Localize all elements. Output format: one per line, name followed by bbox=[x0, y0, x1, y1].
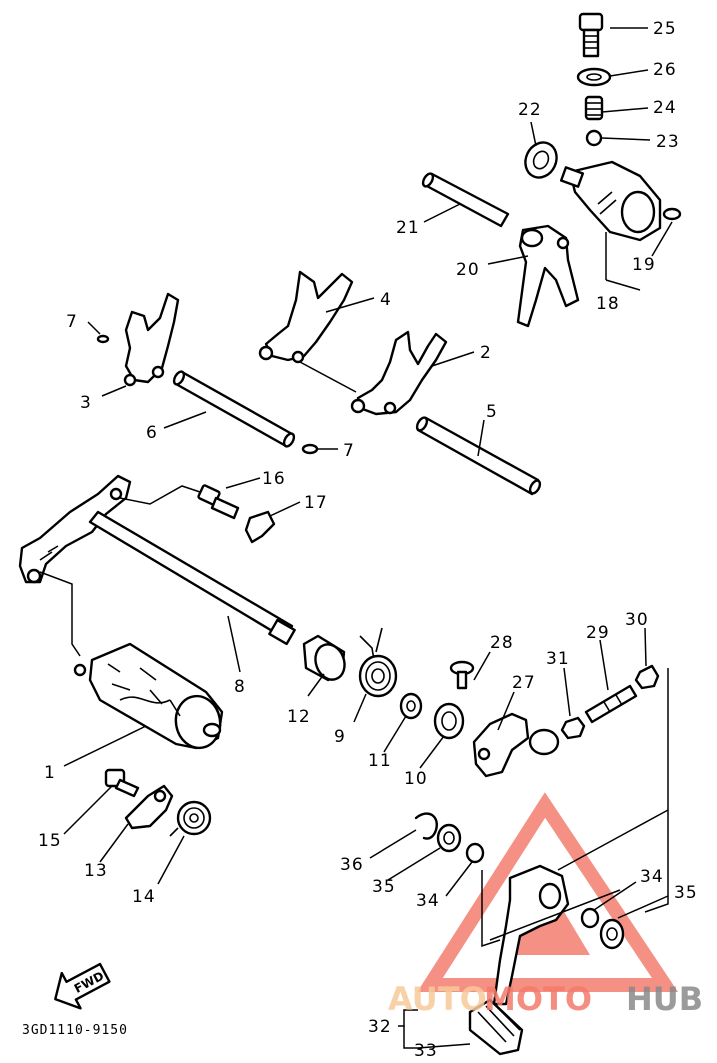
part-17-lock-washer bbox=[244, 510, 276, 544]
part-29-stud-bolt bbox=[584, 684, 638, 724]
part-16-bolt bbox=[197, 484, 240, 520]
callout-8: 8 bbox=[234, 677, 246, 697]
part-8-shift-shaft bbox=[18, 474, 296, 646]
part-10-oil-seal bbox=[433, 702, 465, 740]
callout-1: 1 bbox=[44, 763, 56, 783]
callout-30: 30 bbox=[625, 610, 649, 630]
part-31-nut bbox=[560, 716, 586, 740]
fwd-arrow-icon: FWD bbox=[54, 962, 111, 1010]
part-23-ball bbox=[585, 129, 603, 147]
callout-11: 11 bbox=[368, 751, 392, 771]
callout-14: 14 bbox=[132, 887, 156, 907]
part-27-stopper-lever bbox=[472, 712, 560, 778]
watermark-hub: HUB bbox=[626, 980, 703, 1018]
callout-23: 23 bbox=[656, 132, 680, 152]
callout-25: 25 bbox=[653, 19, 677, 39]
part-26-washer bbox=[576, 67, 612, 87]
callout-20: 20 bbox=[456, 260, 480, 280]
part-34-o-ring-right bbox=[580, 907, 600, 929]
callout-7-upper: 7 bbox=[66, 312, 78, 332]
part-15-bolt bbox=[104, 768, 140, 798]
part-12-collar bbox=[302, 634, 346, 682]
callout-34-right: 34 bbox=[640, 867, 664, 887]
part-21-shaft bbox=[421, 172, 510, 228]
callout-7-lower: 7 bbox=[343, 441, 355, 461]
callout-10: 10 bbox=[404, 769, 428, 789]
part-7-clip-lower bbox=[301, 443, 319, 455]
part-32-shift-pedal bbox=[492, 864, 570, 1006]
diagram-code: 3GD1110-9150 bbox=[22, 1023, 128, 1038]
watermark-text: AUTO MOTO HUB bbox=[388, 980, 703, 1018]
callout-21: 21 bbox=[396, 218, 420, 238]
part-35-washer-left bbox=[436, 823, 462, 853]
part-30-nut bbox=[634, 664, 660, 690]
callout-24: 24 bbox=[653, 98, 677, 118]
part-6-shaft bbox=[172, 370, 296, 448]
callout-5: 5 bbox=[486, 402, 498, 422]
callout-6: 6 bbox=[146, 423, 158, 443]
part-2-shift-fork bbox=[350, 330, 448, 416]
callout-13: 13 bbox=[84, 861, 108, 881]
callout-leaders bbox=[63, 27, 673, 1049]
part-24-spring bbox=[584, 95, 604, 121]
part-14-spring bbox=[169, 800, 212, 837]
callout-33: 33 bbox=[414, 1041, 438, 1061]
callout-36: 36 bbox=[340, 855, 364, 875]
part-18-segment bbox=[559, 160, 662, 242]
watermark-moto: MOTO bbox=[484, 980, 592, 1018]
callout-17: 17 bbox=[304, 493, 328, 513]
callout-2: 2 bbox=[480, 343, 492, 363]
part-13-stopper bbox=[124, 784, 174, 830]
callout-31: 31 bbox=[546, 649, 570, 669]
callout-22: 22 bbox=[518, 100, 542, 120]
callout-18: 18 bbox=[596, 294, 620, 314]
part-3-shift-fork bbox=[123, 292, 180, 387]
callout-35-right: 35 bbox=[674, 883, 698, 903]
callout-numbers: 25 26 24 23 22 21 20 19 18 4 2 7 3 6 5 7… bbox=[38, 19, 698, 1061]
part-11-washer bbox=[399, 692, 423, 720]
part-19-pin bbox=[662, 207, 682, 221]
callout-35-left: 35 bbox=[372, 877, 396, 897]
callout-4: 4 bbox=[380, 290, 392, 310]
part-33-pedal-rubber bbox=[468, 998, 524, 1056]
part-22-oil-seal bbox=[524, 141, 558, 179]
part-36-circlip bbox=[414, 812, 438, 840]
part-35-washer-right bbox=[599, 918, 625, 950]
callout-34-left: 34 bbox=[416, 891, 440, 911]
part-7-clip-upper bbox=[96, 334, 110, 344]
part-20-shift-fork bbox=[516, 224, 580, 328]
callout-15: 15 bbox=[38, 831, 62, 851]
callout-19: 19 bbox=[632, 255, 656, 275]
part-34-o-ring-left bbox=[465, 842, 485, 864]
callout-28: 28 bbox=[490, 633, 514, 653]
callout-32: 32 bbox=[368, 1017, 392, 1037]
part-4-shift-fork bbox=[258, 270, 354, 364]
callout-12: 12 bbox=[287, 707, 311, 727]
callout-9: 9 bbox=[334, 727, 346, 747]
part-25-bolt bbox=[578, 12, 604, 58]
part-28-screw bbox=[449, 660, 475, 690]
watermark-auto: AUTO bbox=[388, 980, 487, 1018]
part-1-shift-drum bbox=[73, 642, 224, 750]
callout-27: 27 bbox=[512, 673, 536, 693]
assembly-lines bbox=[39, 232, 669, 948]
callout-29: 29 bbox=[586, 623, 610, 643]
callout-16: 16 bbox=[262, 469, 286, 489]
part-9-spring bbox=[358, 627, 398, 698]
callout-3: 3 bbox=[80, 393, 92, 413]
callout-26: 26 bbox=[653, 60, 677, 80]
